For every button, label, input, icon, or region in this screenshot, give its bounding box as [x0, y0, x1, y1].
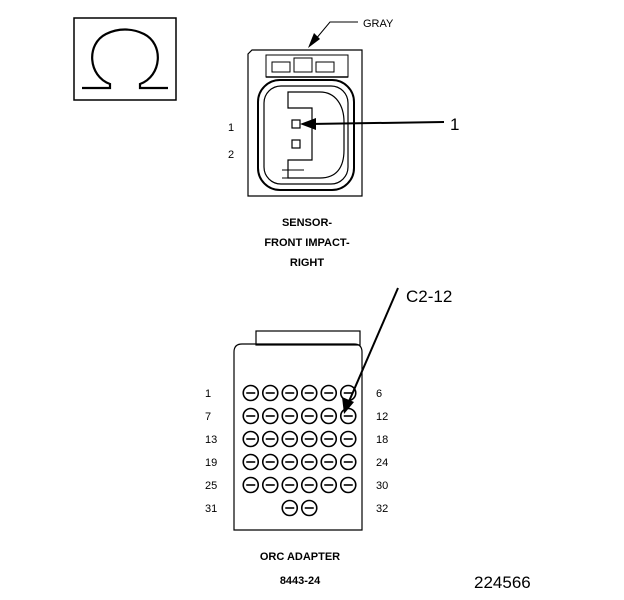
pin-cavity — [300, 476, 318, 494]
row-label: 19 — [205, 457, 217, 469]
row-label: 25 — [205, 480, 217, 492]
terminal-1 — [291, 119, 301, 129]
pin-cavity — [339, 430, 357, 448]
pin-cavity — [242, 384, 260, 402]
sensor-caption-line-2: FRONT IMPACT- — [264, 237, 350, 249]
pin-cavity — [320, 430, 338, 448]
terminal-2 — [291, 139, 301, 149]
pin-cavity — [320, 384, 338, 402]
pin-cavity — [281, 407, 299, 425]
pin-cavity — [242, 407, 260, 425]
pin-cavity — [300, 499, 318, 517]
pin-cavity — [320, 453, 338, 471]
figure-number: 224566 — [474, 573, 531, 592]
row-label: 13 — [205, 434, 217, 446]
pin-cavity — [281, 384, 299, 402]
row-label: 1 — [205, 388, 211, 400]
pin-cavity — [320, 476, 338, 494]
pin-cavity — [300, 407, 318, 425]
sensor-caption-line-3: RIGHT — [290, 257, 325, 269]
pin-cavity — [281, 453, 299, 471]
pin-cavity — [339, 476, 357, 494]
adapter-caption: ORC ADAPTER — [260, 551, 340, 563]
row-label: 12 — [376, 411, 388, 423]
ohm-symbol-icon — [82, 28, 168, 90]
orc-adapter-connector: 1 7 13 19 25 31 6 12 18 24 30 32 C2-12 O… — [205, 287, 452, 587]
row-label: 24 — [376, 457, 388, 469]
pin-cavity — [281, 476, 299, 494]
row-label: 30 — [376, 480, 388, 492]
pin-cavity — [261, 384, 279, 402]
pin-cavity — [242, 430, 260, 448]
row-label: 6 — [376, 388, 382, 400]
part-number: 8443-24 — [280, 575, 321, 587]
pin-cavity — [320, 407, 338, 425]
pin-cavity — [242, 476, 260, 494]
pin-cavity — [281, 430, 299, 448]
ohm-symbol-box — [73, 17, 177, 101]
row-label: 18 — [376, 434, 388, 446]
pin-cavity — [261, 430, 279, 448]
row-label: 31 — [205, 503, 217, 515]
pin-cavity — [300, 453, 318, 471]
pin-cavity — [261, 407, 279, 425]
row-labels-left: 1 7 13 19 25 31 — [205, 388, 217, 515]
row-labels-right: 6 12 18 24 30 32 — [376, 388, 388, 515]
pin-cavity — [300, 430, 318, 448]
wire-color-label: GRAY — [363, 18, 394, 30]
row-label: 32 — [376, 503, 388, 515]
pin-cavity — [261, 453, 279, 471]
pin-cavity — [300, 384, 318, 402]
pin-cavity — [281, 499, 299, 517]
pin-label-1: 1 — [228, 122, 234, 134]
adapter-pin-grid — [242, 384, 357, 517]
pin-label-2: 2 — [228, 149, 234, 161]
sensor-caption-line-1: SENSOR- — [282, 217, 332, 229]
pin-cavity — [339, 407, 357, 425]
pin-cavity — [242, 453, 260, 471]
row-label: 7 — [205, 411, 211, 423]
sensor-connector: GRAY 1 2 1 SENSOR- FRONT IMPACT- RIGHT — [228, 18, 459, 269]
pin-cavity — [261, 476, 279, 494]
adapter-callout: C2-12 — [406, 287, 452, 306]
pin-cavity — [339, 453, 357, 471]
sensor-callout: 1 — [450, 115, 459, 134]
